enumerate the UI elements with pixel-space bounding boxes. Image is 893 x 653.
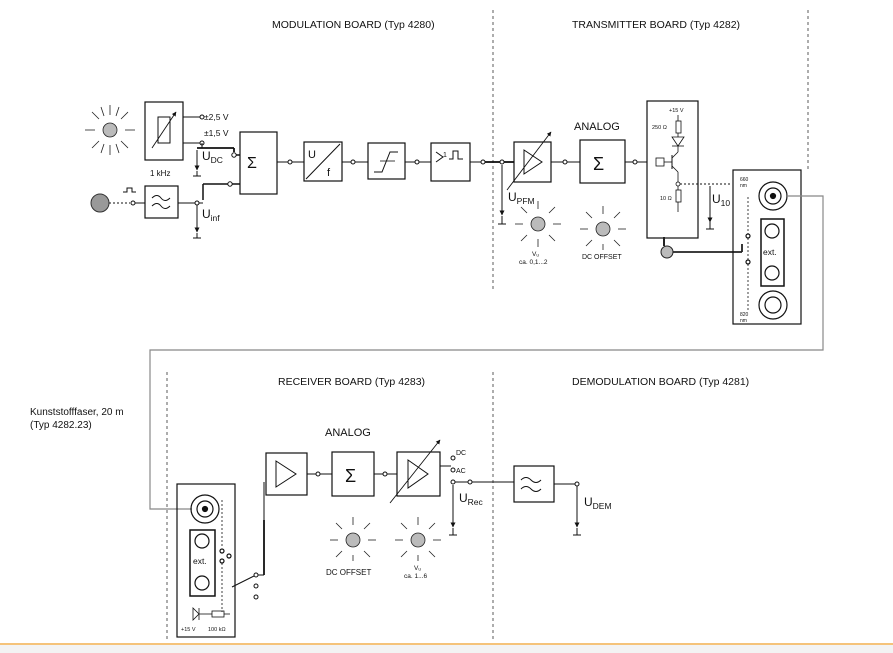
transmitter-board-title: TRANSMITTER BOARD (Typ 4282) — [572, 19, 740, 31]
transmitter-ext: ext. — [763, 247, 777, 257]
pulse-shaper-block — [430, 142, 471, 182]
transmitter-vu: Vᵤ — [532, 251, 539, 258]
photodiode-probe-icon — [660, 237, 743, 259]
receiver-gain-knob-icon — [395, 517, 441, 561]
lowpass-filter-block — [144, 185, 179, 219]
summer-block — [239, 131, 278, 195]
dc-offset-knob-icon — [580, 206, 626, 250]
transmitter-sigma: Σ — [593, 154, 604, 174]
receiver-vu: Vᵤ — [414, 565, 421, 572]
transmitter-r10: 10 Ω — [660, 196, 672, 202]
u-dc-label: UDC — [202, 149, 223, 165]
fiber-label-line2: (Typ 4282.23) — [30, 420, 92, 431]
nm660-label: 660 — [740, 177, 749, 183]
nm820-unit: nm — [740, 318, 747, 324]
u10-label: U10 — [712, 192, 730, 208]
receiver-preamp-block — [265, 452, 308, 496]
ac-label: AC — [456, 468, 466, 475]
modulation-wiring — [183, 114, 240, 200]
board-separators — [166, 10, 809, 640]
node — [130, 200, 136, 206]
pulse-shaper-one: 1 — [443, 152, 447, 159]
receiver-board-title: RECEIVER BOARD (Typ 4283) — [278, 376, 425, 388]
voltage-2-5: ±2,5 V — [204, 112, 229, 122]
limiter-block — [367, 142, 406, 180]
freq-label: 1 kHz — [150, 169, 170, 178]
amplifier-block — [506, 131, 552, 191]
vco-block — [303, 141, 343, 182]
vco-f: f — [327, 167, 331, 179]
receiver-sigma: Σ — [345, 466, 356, 486]
receiver-analog: ANALOG — [325, 427, 371, 439]
pulse-waveform-icon — [123, 187, 136, 193]
receiver-connector-panel — [176, 483, 236, 638]
fiber-cable — [149, 195, 824, 510]
u-rec-label: URec — [459, 491, 484, 507]
receiver-gain-amp-block — [389, 439, 441, 504]
receiver-ext: ext. — [193, 556, 207, 566]
light-source-sun-icon — [85, 105, 135, 155]
summer-sigma: Σ — [247, 155, 257, 172]
nm820-label: 820 — [740, 312, 749, 318]
demod-filter-block — [513, 465, 555, 503]
receiver-dc-offset: DC OFFSET — [326, 568, 371, 577]
voltage-1-5: ±1,5 V — [204, 128, 229, 138]
led-driver-block — [646, 100, 699, 239]
u-dem-label: UDEM — [584, 495, 612, 511]
receiver-r100k: 100 kΩ — [208, 627, 226, 633]
u-pfm-label: UPFM — [508, 190, 535, 206]
vco-u: U — [308, 149, 316, 161]
dc-label: DC — [456, 450, 466, 457]
receiver-input-switch — [231, 482, 265, 600]
fiber-label-line1: Kunststofffaser, 20 m — [30, 407, 124, 418]
potentiometer-block — [144, 101, 184, 161]
nm660-unit: nm — [740, 183, 747, 189]
receiver-dc-offset-knob-icon — [330, 517, 376, 561]
demodulation-board-title: DEMODULATION BOARD (Typ 4281) — [572, 376, 749, 388]
transmitter-plus15: +15 V — [669, 108, 684, 114]
transmitter-dc-offset: DC OFFSET — [582, 254, 622, 261]
bottom-bar — [0, 643, 893, 653]
modulation-board-title: MODULATION BOARD (Typ 4280) — [272, 19, 435, 31]
transmitter-r250: 250 Ω — [652, 125, 667, 131]
u-inf-label: Uinf — [202, 207, 220, 223]
transmitter-vu-range: ca. 0,1...2 — [519, 259, 548, 266]
signal-generator-knob-icon — [90, 193, 130, 213]
receiver-plus15: +15 V — [181, 627, 196, 633]
transmitter-analog: ANALOG — [574, 121, 620, 133]
transmitter-connector-panel — [732, 169, 802, 325]
gain-knob-icon — [515, 201, 561, 247]
receiver-vu-range: ca. 1...6 — [404, 573, 428, 580]
